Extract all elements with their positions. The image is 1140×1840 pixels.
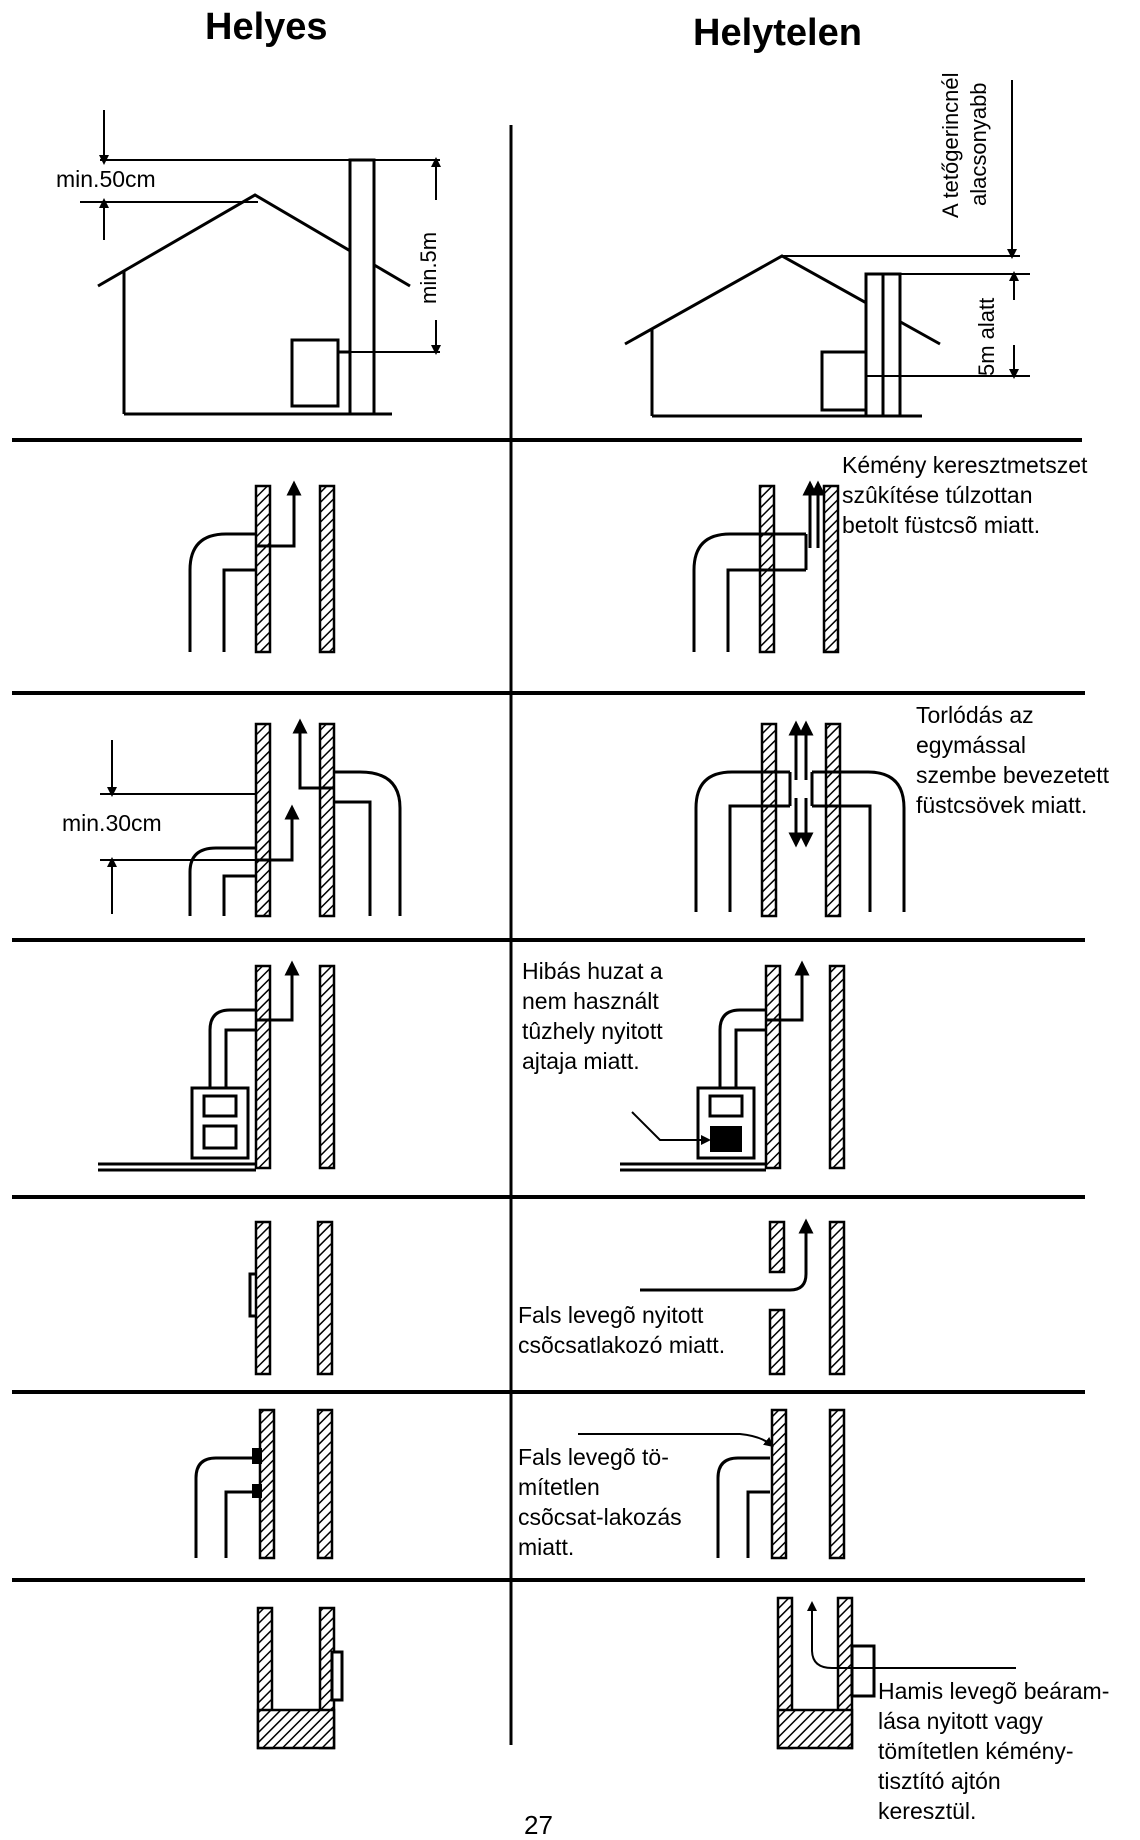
note-row7-line1: Hamis levegõ beáram- bbox=[878, 1678, 1110, 1704]
row7-left-chimney bbox=[256, 1606, 344, 1750]
header-correct: Helyes bbox=[205, 6, 328, 48]
row4-left-chimney bbox=[98, 960, 336, 1172]
note-row3-line4: füstcsövek miatt. bbox=[916, 792, 1088, 818]
label-below-5m: 5m alatt bbox=[974, 297, 999, 376]
note-row4-line4: ajtaja miatt. bbox=[522, 1048, 640, 1074]
row6-right-chimney bbox=[578, 1408, 846, 1560]
note-row6-line4: miatt. bbox=[518, 1534, 575, 1560]
label-below-ridge-2: alacsonyabb bbox=[966, 82, 991, 206]
row5-right-chimney bbox=[640, 1218, 846, 1376]
note-row5-line2: csõcsatlakozó miatt. bbox=[518, 1332, 726, 1358]
label-min5m: min.5m bbox=[416, 231, 441, 304]
note-row6-line3: csõcsat-lakozás bbox=[518, 1504, 682, 1530]
note-row4-line2: nem használt bbox=[522, 988, 659, 1014]
row1-left-house bbox=[80, 110, 441, 416]
note-row2-line1: Kémény keresztmetszet bbox=[842, 452, 1088, 478]
note-row7-line3: tömítetlen kémény- bbox=[878, 1738, 1074, 1764]
row2-right-chimney bbox=[692, 480, 840, 654]
label-min30cm: min.30cm bbox=[62, 810, 162, 836]
note-row2-line3: betolt füstcsõ miatt. bbox=[842, 512, 1041, 538]
note-row4-line3: tûzhely nyitott bbox=[522, 1018, 663, 1044]
note-row3-line3: szembe bevezetett bbox=[916, 762, 1110, 788]
header-incorrect: Helytelen bbox=[693, 12, 862, 54]
page-number: 27 bbox=[524, 1810, 553, 1840]
row4-right-chimney bbox=[620, 960, 846, 1172]
row-separators bbox=[12, 438, 1085, 1582]
row3-left-chimney bbox=[100, 718, 402, 918]
note-row4-line1: Hibás huzat a bbox=[522, 958, 663, 984]
note-row5-line1: Fals levegõ nyitott bbox=[518, 1302, 704, 1328]
note-row7-line5: keresztül. bbox=[878, 1798, 977, 1824]
row1-right-house bbox=[624, 80, 1030, 418]
note-row3-line2: egymással bbox=[916, 732, 1026, 758]
note-row7-line2: lása nyitott vagy bbox=[878, 1708, 1043, 1734]
row3-right-chimney bbox=[694, 720, 906, 918]
note-row6-line2: mítetlen bbox=[518, 1474, 600, 1500]
note-row3-line1: Torlódás az bbox=[916, 702, 1034, 728]
row7-right-chimney bbox=[776, 1596, 1016, 1750]
note-row2-line2: szûkítése túlzottan bbox=[842, 482, 1033, 508]
note-row7-line4: tisztító ajtón bbox=[878, 1768, 1001, 1794]
row5-left-chimney bbox=[248, 1220, 334, 1376]
label-min50cm: min.50cm bbox=[56, 166, 156, 192]
row2-left-chimney bbox=[188, 480, 336, 654]
row6-left-chimney bbox=[194, 1408, 334, 1560]
note-row6-line1: Fals levegõ tö- bbox=[518, 1444, 669, 1470]
label-below-ridge-1: A tetőgerincnél bbox=[938, 72, 963, 218]
